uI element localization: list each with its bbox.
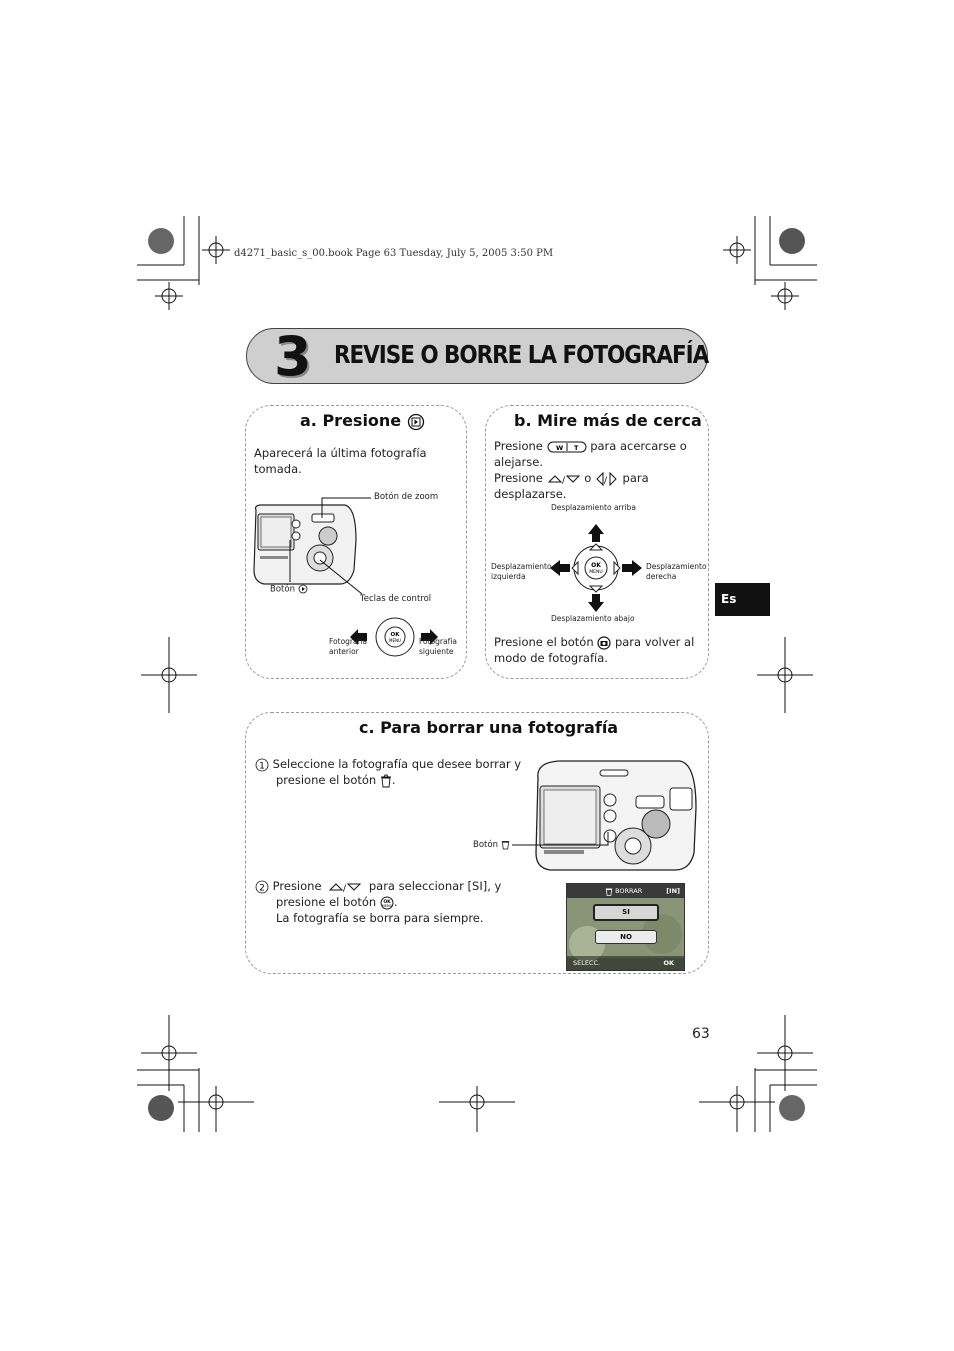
svg-text:/: / xyxy=(604,476,608,486)
b-line1b: para acercarse o xyxy=(590,439,687,453)
svg-text:2: 2 xyxy=(259,883,265,893)
b-line2b: o xyxy=(584,471,592,485)
label-next-line2: siguiente xyxy=(419,647,454,656)
label-scroll-right: Desplazamiento derecha xyxy=(646,562,707,582)
panel-b-instructions: Presione W T para acercarse o alejarse. … xyxy=(494,438,694,502)
svg-text:T: T xyxy=(574,444,579,452)
control-pad-a: OK MENU xyxy=(350,617,438,657)
scroll-left-line2: izquierda xyxy=(491,572,526,581)
panel-b xyxy=(485,405,709,679)
step-number: 3 xyxy=(274,325,312,388)
panel-c xyxy=(245,712,709,974)
step-2-a: Presione xyxy=(272,879,322,893)
lcd-title-bar: BORRAR [IN] xyxy=(567,884,684,898)
b-footer-c: modo de fotografía. xyxy=(494,651,608,665)
b-line1a: Presione xyxy=(494,439,543,453)
b-footer-b: para volver al xyxy=(614,635,695,649)
b-line1c: alejarse. xyxy=(494,455,544,469)
erase-small-icon xyxy=(501,841,509,850)
svg-text:W: W xyxy=(556,444,563,452)
label-scroll-up: Desplazamiento arriba xyxy=(551,503,637,512)
step-2-c: presione el botón xyxy=(276,895,377,909)
label-erase-button: Botón xyxy=(473,839,510,851)
step-2-d: . xyxy=(393,895,398,909)
svg-text:1: 1 xyxy=(259,761,265,771)
svg-text:/: / xyxy=(562,476,566,486)
panel-a-title-text: a. Presione xyxy=(300,411,402,430)
scroll-left-line1: Desplazamiento xyxy=(491,562,552,571)
shooting-mode-icon xyxy=(597,635,611,650)
svg-text:MENU: MENU xyxy=(389,638,401,643)
label-zoom-button: Botón de zoom xyxy=(374,492,439,502)
panel-a-text: Aparecerá la última fotografía tomada. xyxy=(254,446,427,476)
up-down-arrows-icon: / xyxy=(547,474,580,486)
lcd-memory: [IN] xyxy=(666,887,680,895)
panel-b-title: b. Mire más de cerca xyxy=(514,411,702,430)
label-next-photo: Fotografía siguiente xyxy=(419,637,457,657)
panel-a-title: a. Presione xyxy=(300,411,425,431)
lcd-select-label: SELECC. xyxy=(573,959,601,967)
b-footer-a: Presione el botón xyxy=(494,635,594,649)
zoom-lever-icon: W T xyxy=(547,441,587,452)
scroll-right-line1: Desplazamiento xyxy=(646,562,707,571)
lcd-erase-screen: BORRAR [IN] SI NO SELECC. OK xyxy=(566,883,685,971)
label-control-keys: Teclas de control xyxy=(360,594,432,604)
panel-c-title: c. Para borrar una fotografía xyxy=(359,718,619,737)
step-1-number-icon: 1 xyxy=(255,758,269,771)
scroll-right-line2: derecha xyxy=(646,572,677,581)
step-2-b: para seleccionar [SI], y xyxy=(368,879,502,893)
erase-label-text: Botón xyxy=(473,840,498,850)
playback-small-icon xyxy=(298,584,308,594)
erase-button-icon xyxy=(380,774,391,787)
label-next-line1: Fotografía xyxy=(419,637,457,646)
left-right-arrows-icon: / xyxy=(596,471,617,486)
label-scroll-left: Desplazamiento izquierda xyxy=(491,562,552,582)
lcd-yes-option[interactable]: SI xyxy=(593,904,659,921)
file-info-header: d4271_basic_s_00.book Page 63 Tuesday, J… xyxy=(234,248,554,259)
lcd-bottom-bar: SELECC. OK xyxy=(567,956,684,970)
lcd-no-option[interactable]: NO xyxy=(595,930,657,944)
step-2-number-icon: 2 xyxy=(255,880,269,893)
b-line2c: para xyxy=(622,471,649,485)
label-scroll-down: Desplazamiento abajo xyxy=(551,614,635,623)
camera-back-illustration xyxy=(253,504,357,585)
lcd-ok-label: OK xyxy=(663,959,674,967)
title-banner xyxy=(246,328,708,384)
svg-text:OK: OK xyxy=(391,632,401,638)
page-number: 63 xyxy=(692,1026,710,1042)
page-title: REVISE O BORRE LA FOTOGRAFÍA xyxy=(334,340,709,369)
label-prev-line1: Fotografía xyxy=(329,637,367,646)
svg-text:OK: OK xyxy=(383,899,391,905)
camera-back-large-illustration xyxy=(535,760,697,871)
up-down-arrows-icon-c: / xyxy=(328,882,362,894)
b-line2a: Presione xyxy=(494,471,543,485)
label-prev-photo: Fotografía anterior xyxy=(329,637,367,657)
label-boton-text: Botón xyxy=(270,584,295,595)
lcd-title: BORRAR xyxy=(615,887,643,895)
step-1: 1 Seleccione la fotografía que desee bor… xyxy=(255,756,525,788)
lcd-erase-icon xyxy=(605,888,613,896)
step-1-line2: presione el botón xyxy=(276,773,377,787)
svg-text:MENU: MENU xyxy=(589,569,602,575)
ok-menu-button-icon: OK MENU xyxy=(380,896,394,909)
svg-text:MENU: MENU xyxy=(382,904,393,908)
step-1-line1: Seleccione la fotografía que desee borra… xyxy=(272,757,522,771)
svg-text:OK: OK xyxy=(591,562,601,569)
b-line2d: desplazarse. xyxy=(494,487,567,501)
panel-a xyxy=(245,405,467,679)
step-2-e: La fotografía se borra para siempre. xyxy=(276,911,484,925)
panel-b-footer: Presione el botón para volver al modo de… xyxy=(494,634,700,666)
playback-button-icon xyxy=(407,413,424,430)
label-boton: Botón xyxy=(270,584,308,596)
control-pad-b: OK MENU xyxy=(550,524,642,612)
label-prev-line2: anterior xyxy=(329,647,359,656)
step-2: 2 Presione / para seleccionar [SI], y pr… xyxy=(255,878,545,926)
svg-text:/: / xyxy=(343,884,347,894)
language-tab: Es xyxy=(715,583,770,616)
step-1-period: . xyxy=(391,773,396,787)
